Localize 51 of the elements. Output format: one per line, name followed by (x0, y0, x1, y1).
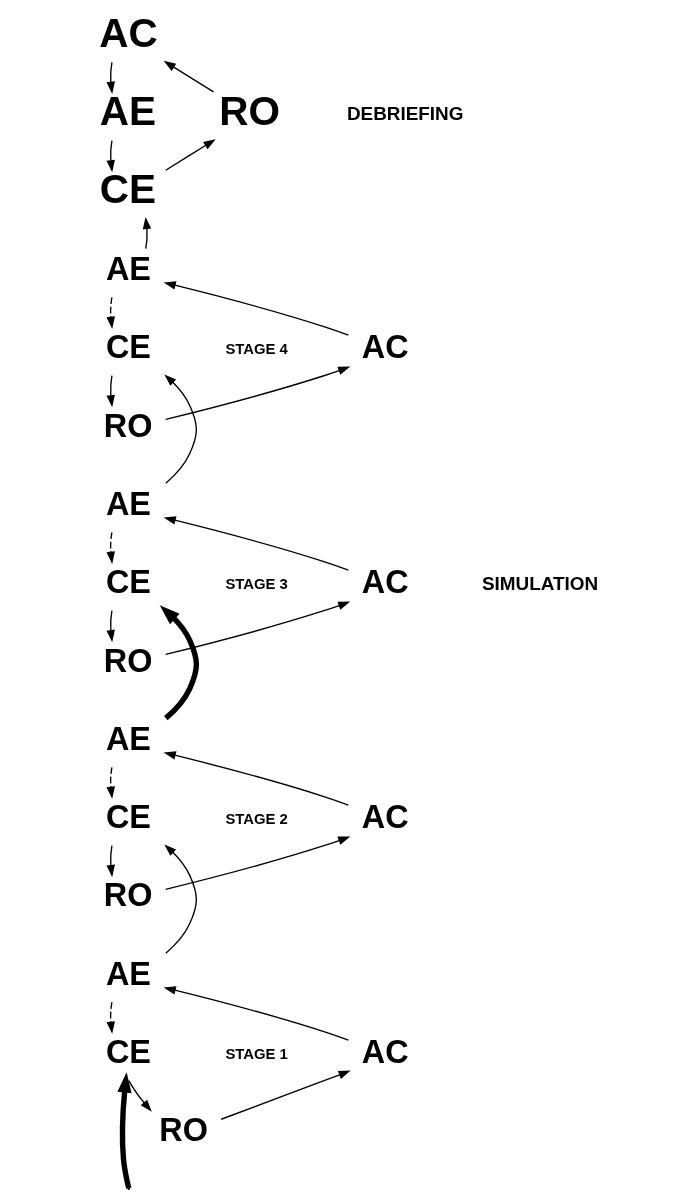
node-text: RO (103, 877, 152, 914)
arrow (163, 374, 197, 484)
arrow (106, 844, 115, 878)
node-text: AC (361, 564, 409, 601)
arrow (106, 531, 115, 564)
node-text: AE (99, 87, 156, 134)
label: STAGE 4 (224, 340, 288, 357)
arrow (163, 281, 349, 336)
node-text: RO (103, 642, 152, 679)
arrow (163, 844, 197, 954)
node-text: RO (103, 407, 152, 444)
arrow (164, 366, 350, 421)
arrow (106, 1001, 115, 1034)
label: DEBRIEFING (346, 102, 463, 124)
arrow (164, 836, 350, 891)
node-text: AC (361, 799, 409, 836)
arrow (106, 766, 115, 799)
arrow (106, 609, 115, 643)
arrow (106, 296, 115, 329)
node-text: CE (105, 329, 151, 366)
arrow (163, 60, 214, 93)
node-text: RO (158, 1112, 208, 1149)
node-text: AC (98, 9, 158, 56)
node-text: AC (361, 329, 409, 366)
node-text: AE (105, 720, 151, 757)
arrow (163, 516, 349, 571)
arrow (106, 61, 115, 94)
node-text: CE (105, 799, 151, 836)
arrow (159, 605, 199, 721)
node-text: CE (105, 564, 151, 601)
arrow (220, 1070, 351, 1120)
arrow (116, 1072, 152, 1112)
arrow (106, 374, 115, 408)
arrow (163, 751, 349, 806)
node-text: AE (105, 955, 151, 992)
label: STAGE 1 (224, 1045, 288, 1062)
label: STAGE 2 (224, 810, 288, 827)
arrow (164, 601, 350, 656)
node-text: CE (99, 166, 156, 213)
node-text: AC (361, 1034, 409, 1071)
arrow (106, 140, 115, 173)
node-text: AE (105, 485, 151, 522)
node-text: CE (105, 1034, 151, 1071)
node-text: RO (218, 87, 280, 134)
node-text: AE (105, 250, 151, 287)
arrow (164, 139, 216, 171)
label: SIMULATION (481, 572, 598, 594)
arrow (116, 1072, 132, 1189)
label: STAGE 3 (224, 575, 288, 592)
arrow (142, 216, 151, 250)
arrow (163, 986, 349, 1041)
